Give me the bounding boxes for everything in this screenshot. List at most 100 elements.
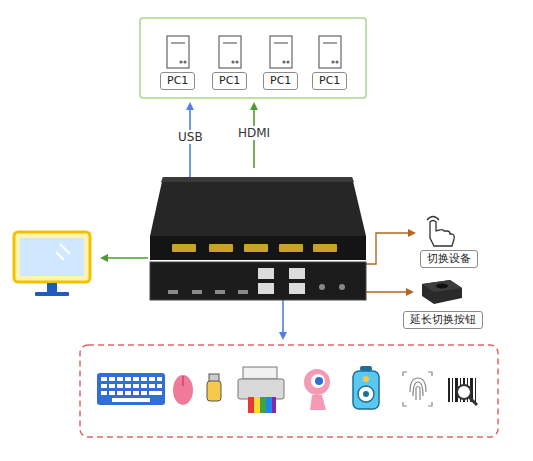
kvm-switch-device-part [215,290,225,294]
pc-label: PC1 [312,72,347,90]
peripheral-icons-part-part [141,384,147,388]
peripheral-icons-part [363,376,369,382]
kvm-switch-device-part [289,268,305,279]
peripheral-icons-part [260,397,266,413]
kvm-switch-device-part [168,290,178,294]
kvm-switch-device-part [238,290,248,294]
pc-tower-icons-part [223,42,237,43]
peripheral-icons-part-part [101,391,107,395]
signal-wires [102,104,414,338]
pc-group-frame [140,18,366,98]
kvm-switch-device-part [289,283,305,294]
node-text: 延长切换按钮 [410,313,476,327]
node-text: PC1 [319,74,340,88]
pc-tower-icons-part [323,42,337,43]
kvm-switch-device-part [279,244,303,252]
peripheral-icons-part-part [475,378,476,402]
peripheral-icons-part-part [109,391,115,395]
extension-button-icon [422,280,462,304]
pc-tower-icons-part [336,61,338,63]
peripheral-icons-part [207,381,221,401]
peripheral-icons-part-part [416,387,420,401]
peripheral-icons-part-part [133,391,139,395]
pc-label: PC1 [212,72,247,90]
node-text: PC1 [270,74,291,88]
peripheral-icons-part [272,397,276,413]
peripheral-icons-part-part [109,384,115,388]
peripheral-icons-part [469,397,477,405]
monitor-icon-part [35,292,69,296]
pc-tower-icons [167,36,341,68]
peripheral-icons-part-part [112,398,150,402]
pc-group-frame-part [140,18,366,98]
peripheral-icons-part-part [109,377,115,381]
kvm-switch-device-part [313,244,337,252]
kvm-switch-device-part [150,177,366,236]
peripheral-icons-part-part [133,384,139,388]
switch-device-label: 切换设备 [420,250,478,268]
extension-button-icon-part [436,284,448,289]
peripheral-icons-part [173,375,193,405]
peripheral-icons-part [238,379,284,399]
peripheral-icons-part-part [125,384,131,388]
pc-tower-icons-part [236,61,238,63]
peripheral-icons-part-part [448,378,450,402]
peripheral-icons-part-part [117,384,123,388]
peripheral-icons-part-part [410,378,426,392]
kvm-switch-device-part [209,244,233,252]
peripheral-icons-part [304,369,330,395]
peripheral-icons-part [358,386,374,402]
extension-button-icon-part [422,280,462,304]
kvm-switch-device-part [258,268,274,279]
kvm-switch-device-part [339,284,345,290]
monitor-icon-part [60,244,70,254]
kvm-switch-device-part [150,262,366,300]
monitor-icon-part [14,232,90,282]
hand-icon-part [427,217,439,221]
pc-tower-icons-part [184,61,186,63]
peripheral-icons-part [248,397,254,413]
peripheral-frame [80,345,498,437]
pc-label: PC1 [263,72,298,90]
peripheral-icons-part-part [117,391,123,395]
peripheral-icons-part [97,373,165,405]
peripheral-icons-part-part [149,391,162,395]
peripheral-icons-part [243,367,277,379]
peripheral-icons [97,366,477,413]
peripheral-frame-part [80,345,498,437]
kvm-switch-device-part [172,244,196,252]
hand-icon [427,217,454,247]
peripheral-icons-part [254,397,260,413]
peripheral-icons-part-part [125,391,131,395]
pc-label: PC1 [160,72,195,90]
node-text: 切换设备 [427,252,471,266]
signal-wires-part [282,300,284,338]
peripheral-icons-part-part [413,382,423,396]
peripheral-icons-part-part [141,377,147,381]
monitor-icon-part [56,252,64,260]
peripheral-icons-part [311,374,325,388]
kvm-switch-device-part [258,283,274,294]
peripheral-icons-part [353,371,379,409]
kvm-switch-device-part [161,177,354,182]
pc-tower-icons-part [283,61,285,63]
peripheral-icons-part-part [157,384,162,388]
pc-tower-icons-part [332,61,334,63]
peripheral-icons-part-part [117,377,123,381]
usb-signal-label: USB [176,130,205,144]
node-text: PC1 [219,74,240,88]
hdmi-signal-label: HDMI [236,126,272,140]
node-text: PC1 [167,74,188,88]
peripheral-icons-part-part [101,377,107,381]
pc-tower-icons-part [167,36,189,68]
extension-button-label: 延长切换按钮 [403,311,483,329]
pc-tower-icons-part [270,36,292,68]
kvm-switch-device-part [319,284,325,290]
peripheral-icons-part-part [452,378,453,402]
pc-tower-icons-part [274,42,288,43]
kvm-switch-device-part [244,244,268,252]
pc-tower-icons-part [171,42,185,43]
monitor-icon-part [20,238,84,276]
peripheral-icons-part-part [125,377,131,381]
